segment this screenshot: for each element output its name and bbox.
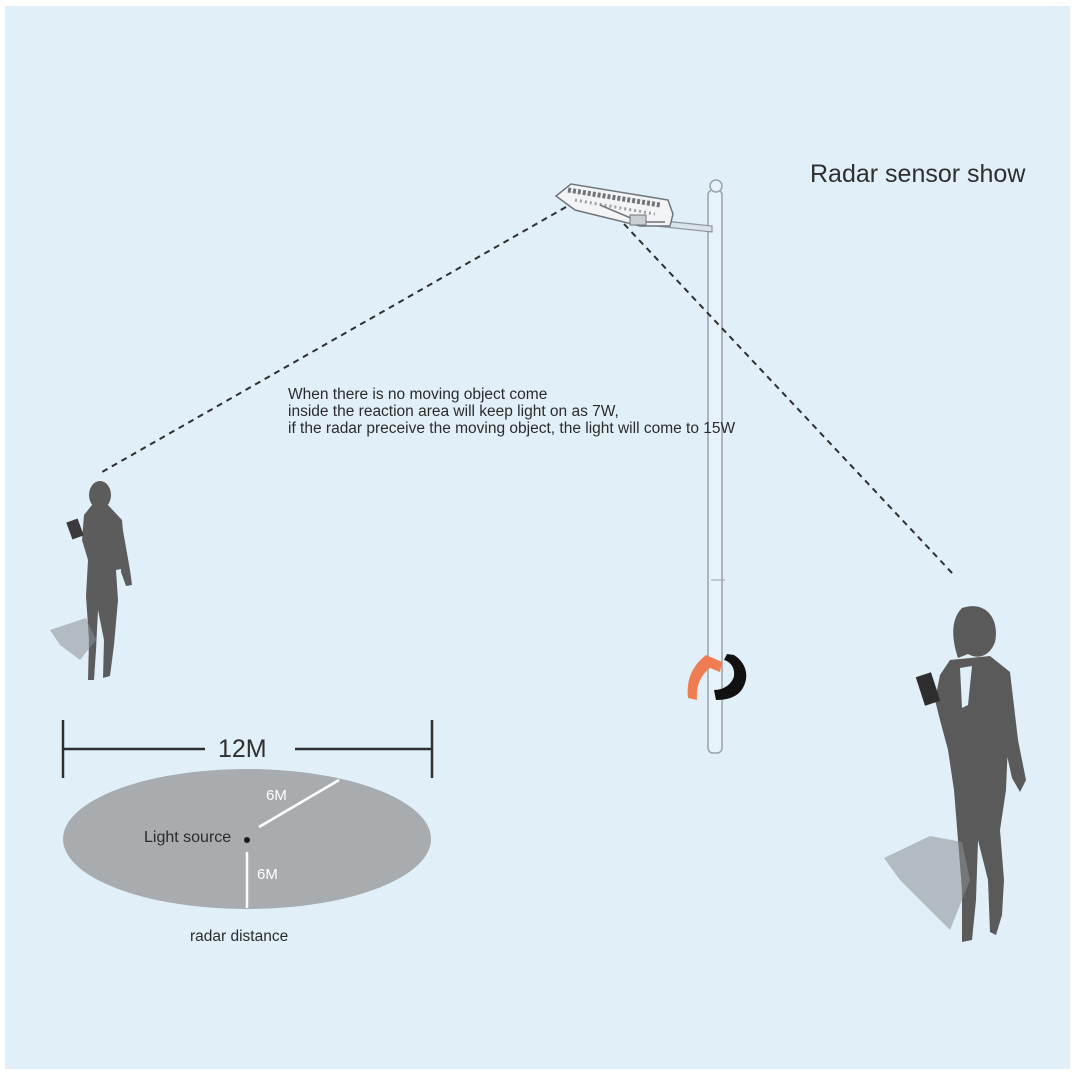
radius-label-vertical: 6M xyxy=(257,866,278,883)
street-light-icon xyxy=(554,183,674,227)
woman-with-phone-icon xyxy=(50,481,132,680)
diameter-dimension xyxy=(61,720,434,778)
description-text: When there is no moving object come insi… xyxy=(288,386,848,437)
woman-with-phone-icon xyxy=(884,606,1026,942)
street-light-pole xyxy=(654,179,725,754)
description-line-1: When there is no moving object come xyxy=(288,386,548,403)
description-line-2: inside the reaction area will keep light… xyxy=(288,403,619,420)
light-source-label: Light source xyxy=(144,829,232,846)
detection-line-right xyxy=(623,223,954,575)
description-line-3: if the radar preceive the moving object,… xyxy=(288,420,736,437)
radar-distance-caption: radar distance xyxy=(190,928,289,945)
radius-label-diagonal: 6M xyxy=(266,787,287,804)
light-source-dot xyxy=(244,837,250,843)
brand-logo-icon xyxy=(687,654,747,700)
detection-line-left xyxy=(101,206,567,473)
radius-line-1 xyxy=(258,778,340,829)
diameter-label: 12M xyxy=(218,735,267,763)
diagram-title: Radar sensor show xyxy=(810,160,1026,188)
